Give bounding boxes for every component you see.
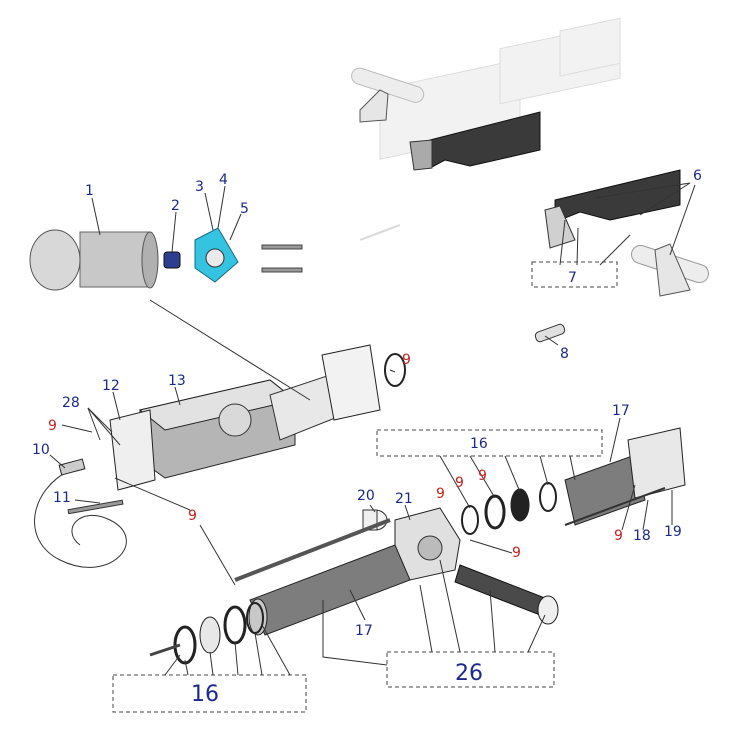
label-part-12: 12 bbox=[102, 378, 120, 394]
label-part-21: 21 bbox=[395, 491, 413, 507]
label-part-10: 10 bbox=[32, 442, 50, 458]
end-plate-part-12 bbox=[109, 409, 156, 491]
label-part-17-lower: 17 bbox=[355, 623, 373, 639]
group-box-part-7 bbox=[531, 261, 618, 288]
pin-part-8 bbox=[534, 323, 566, 343]
label-part-9-ring-b: 9 bbox=[455, 475, 464, 491]
spindle-tube-part-17-lower bbox=[248, 544, 411, 636]
end-cap-part-19 bbox=[627, 427, 686, 499]
label-part-13: 13 bbox=[168, 373, 186, 389]
gear-housing-part-21 bbox=[394, 507, 461, 581]
label-part-9-rod: 9 bbox=[188, 508, 197, 524]
label-part-16-upper: 16 bbox=[470, 436, 488, 452]
group-box-part-26 bbox=[386, 651, 555, 688]
label-part-9-ring-a: 9 bbox=[436, 486, 445, 502]
label-part-26: 26 bbox=[455, 661, 483, 686]
leader-lines bbox=[49, 182, 696, 676]
flange-block bbox=[321, 344, 406, 421]
group-box-part-16-lower bbox=[112, 674, 307, 713]
seal-rings-upper-part-16 bbox=[461, 482, 557, 535]
screws bbox=[261, 244, 303, 273]
label-part-9-endplate: 9 bbox=[48, 418, 57, 434]
motor-housing-part-13 bbox=[138, 374, 336, 479]
cable-part-10 bbox=[34, 458, 127, 568]
ghost-actuator-assembly bbox=[359, 17, 621, 241]
label-part-7: 7 bbox=[568, 270, 577, 286]
label-part-3: 3 bbox=[195, 179, 204, 195]
push-rod bbox=[234, 518, 391, 582]
rod-part-18 bbox=[564, 487, 666, 526]
adaptor-flange-part-3-4-5 bbox=[194, 227, 239, 283]
label-part-19: 19 bbox=[664, 524, 682, 540]
label-part-9-flange: 9 bbox=[402, 352, 411, 368]
label-part-2: 2 bbox=[171, 198, 180, 214]
bolt-lower-left bbox=[149, 643, 181, 657]
label-part-16-lower: 16 bbox=[191, 682, 219, 707]
label-part-28: 28 bbox=[62, 395, 80, 411]
label-part-5: 5 bbox=[240, 201, 249, 217]
pipe-bracket-top bbox=[351, 67, 425, 123]
bracket-plate-lower bbox=[544, 169, 681, 249]
bracket-plate-upper bbox=[409, 111, 541, 171]
screw-part-11 bbox=[67, 499, 124, 515]
label-part-1: 1 bbox=[85, 183, 94, 199]
spindle-shaft-part-26 bbox=[454, 564, 559, 625]
label-part-11: 11 bbox=[53, 490, 71, 506]
label-part-8: 8 bbox=[560, 346, 569, 362]
pipe-bracket-bottom bbox=[631, 243, 709, 297]
label-part-17-upper: 17 bbox=[612, 403, 630, 419]
label-part-9-tube: 9 bbox=[614, 528, 623, 544]
label-part-9-ring-c: 9 bbox=[478, 468, 487, 484]
label-part-9-gear: 9 bbox=[512, 545, 521, 561]
coupling-part-2 bbox=[163, 251, 181, 269]
bushing-part-20 bbox=[362, 509, 388, 531]
spindle-tube-part-17-upper bbox=[564, 454, 646, 526]
motor-part-1 bbox=[29, 229, 159, 291]
label-part-18: 18 bbox=[633, 528, 651, 544]
label-part-6: 6 bbox=[693, 168, 702, 184]
label-part-20: 20 bbox=[357, 488, 375, 504]
group-box-part-16-upper bbox=[376, 429, 603, 457]
label-part-4: 4 bbox=[219, 172, 228, 188]
